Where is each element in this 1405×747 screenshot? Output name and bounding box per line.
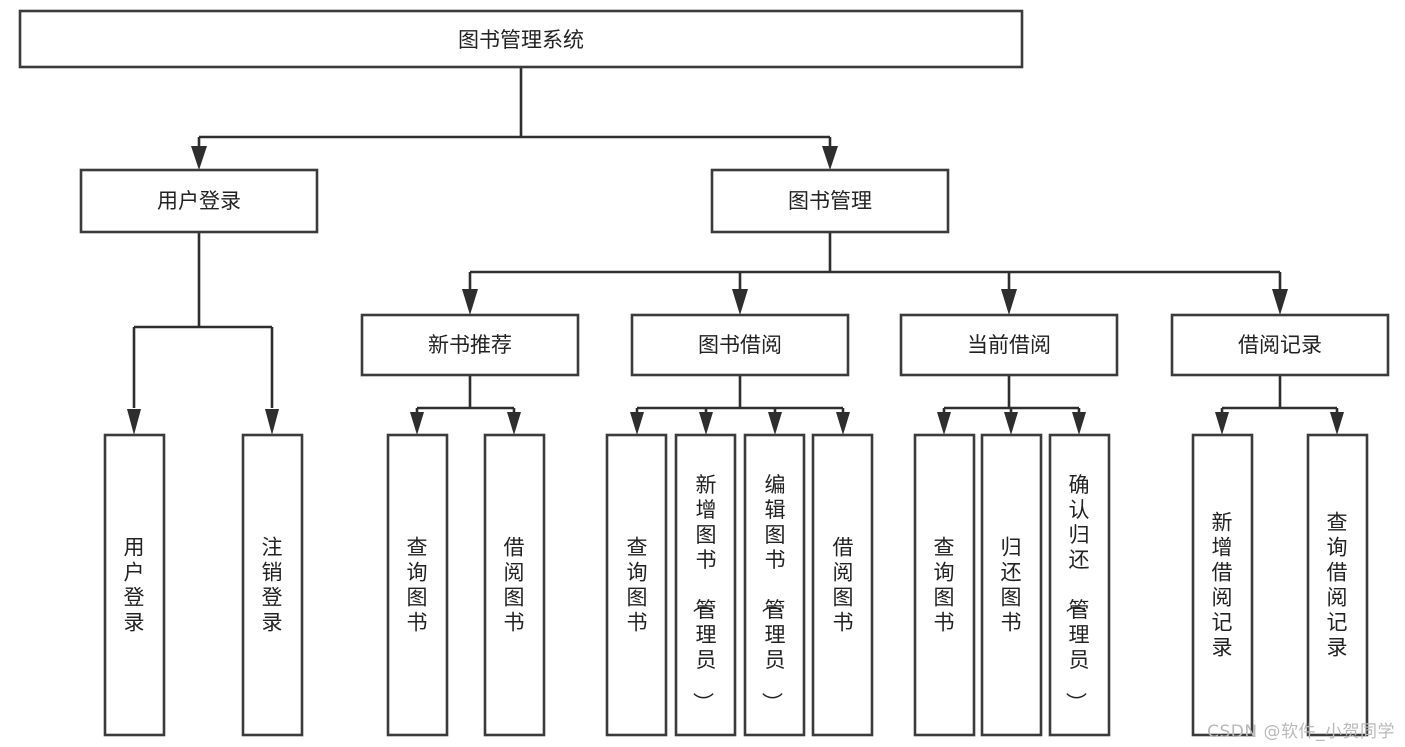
leaf-current-borrow-1-box[interactable]	[913, 433, 976, 737]
leaf-book-borrow-2[interactable]: 新增图书（管理员）	[674, 433, 737, 737]
arrow-root-to-book-manage	[822, 146, 838, 170]
leaf-user-login-2[interactable]: 注销登录	[241, 433, 304, 737]
node-book-manage[interactable]: 图书管理	[710, 168, 950, 234]
leaf-new-book-1-box[interactable]	[386, 433, 449, 737]
node-new-book[interactable]: 新书推荐	[360, 313, 580, 377]
leaf-current-borrow-1[interactable]: 查询图书	[913, 433, 976, 737]
leaf-current-borrow-3[interactable]: 确认归还（管理员）	[1048, 433, 1111, 737]
arrow-current-leaf-2	[1004, 412, 1018, 435]
node-book-manage-label: 图书管理	[788, 189, 872, 213]
leaf-book-borrow-3[interactable]: 编辑图书（管理员）	[743, 433, 806, 737]
arrow-records-leaf-2	[1330, 412, 1344, 435]
leaf-current-borrow-2-label: 归还图书	[1001, 536, 1022, 635]
connector-layer	[127, 67, 1344, 435]
arrow-borrow-leaf-4	[836, 412, 850, 435]
leaf-book-borrow-4-label: 借阅图书	[833, 536, 854, 635]
leaf-book-borrow-1[interactable]: 查询图书	[605, 433, 668, 737]
leaf-records-2-box[interactable]	[1306, 433, 1369, 737]
node-borrow-records[interactable]: 借阅记录	[1170, 313, 1390, 377]
leaf-new-book-2-box[interactable]	[483, 433, 546, 737]
leaf-current-borrow-2[interactable]: 归还图书	[980, 433, 1043, 737]
node-book-borrow-label: 图书借阅	[698, 333, 782, 357]
node-root[interactable]: 图书管理系统	[18, 9, 1024, 69]
leaf-user-login-1[interactable]: 用户登录	[103, 433, 166, 737]
leaf-current-borrow-2-box[interactable]	[980, 433, 1043, 737]
leaf-current-borrow-3-box[interactable]	[1048, 433, 1111, 737]
node-new-book-box[interactable]	[360, 313, 580, 377]
node-root-label: 图书管理系统	[458, 28, 584, 52]
node-book-borrow[interactable]: 图书借阅	[630, 313, 850, 377]
arrow-borrow-leaf-3	[768, 412, 782, 435]
arrow-bookmanage-to-newbook	[462, 289, 478, 315]
leaf-user-login-1-label: 用户登录	[124, 536, 145, 635]
leaf-user-login-2-box[interactable]	[241, 433, 304, 737]
leaf-user-login-1-box[interactable]	[103, 433, 166, 737]
arrow-root-to-user-login	[191, 146, 207, 170]
node-current-borrow[interactable]: 当前借阅	[899, 313, 1119, 377]
arrow-bookmanage-to-records	[1272, 289, 1288, 315]
node-book-borrow-box[interactable]	[630, 313, 850, 377]
arrow-userlogin-leaf-2	[265, 409, 279, 435]
node-user-login-label: 用户登录	[157, 189, 241, 213]
leaf-current-borrow-1-label: 查询图书	[934, 536, 955, 635]
leaf-new-book-2-label: 借阅图书	[504, 536, 525, 635]
leaf-book-borrow-1-label: 查询图书	[627, 536, 648, 635]
arrow-current-leaf-3	[1072, 412, 1086, 435]
node-borrow-records-box[interactable]	[1170, 313, 1390, 377]
arrow-userlogin-leaf-1	[127, 409, 141, 435]
leaf-new-book-2[interactable]: 借阅图书	[483, 433, 546, 737]
leaf-user-login-2-label: 注销登录	[262, 536, 283, 635]
leaf-book-borrow-1-box[interactable]	[605, 433, 668, 737]
arrow-borrow-leaf-1	[630, 412, 644, 435]
leaf-records-1[interactable]: 新增借阅记录	[1191, 433, 1254, 737]
arrow-records-leaf-1	[1215, 412, 1229, 435]
node-book-manage-box[interactable]	[710, 168, 950, 234]
leaf-current-borrow-3-label: 确认归还（管理员）	[1064, 473, 1090, 713]
node-new-book-label: 新书推荐	[428, 333, 512, 357]
leaf-book-borrow-4-box[interactable]	[811, 433, 874, 737]
arrow-bookmanage-to-borrow	[732, 289, 748, 315]
leaf-book-borrow-3-label: 编辑图书（管理员）	[760, 473, 786, 713]
leaf-book-borrow-4[interactable]: 借阅图书	[811, 433, 874, 737]
node-user-login-box[interactable]	[79, 168, 319, 234]
arrow-current-leaf-1	[937, 412, 951, 435]
arrow-newbook-leaf-2	[507, 412, 521, 435]
node-root-box[interactable]	[18, 9, 1024, 69]
node-borrow-records-label: 借阅记录	[1238, 333, 1322, 357]
arrow-newbook-leaf-1	[410, 412, 424, 435]
watermark-text: CSDN @软件_小贺同学	[1207, 722, 1395, 742]
arrow-borrow-leaf-2	[699, 412, 713, 435]
leaf-book-borrow-3-box[interactable]	[743, 433, 806, 737]
arrow-bookmanage-to-current	[1001, 289, 1017, 315]
leaf-records-1-box[interactable]	[1191, 433, 1254, 737]
leaf-records-2-label: 查询借阅记录	[1327, 511, 1348, 660]
leaf-new-book-1-label: 查询图书	[407, 536, 428, 635]
leaf-records-2[interactable]: 查询借阅记录	[1306, 433, 1369, 737]
leaf-records-1-label: 新增借阅记录	[1212, 511, 1233, 660]
node-user-login[interactable]: 用户登录	[79, 168, 319, 234]
leaf-new-book-1[interactable]: 查询图书	[386, 433, 449, 737]
node-current-borrow-box[interactable]	[899, 313, 1119, 377]
leaf-book-borrow-2-label: 新增图书（管理员）	[691, 473, 717, 713]
node-current-borrow-label: 当前借阅	[967, 333, 1051, 357]
leaf-book-borrow-2-box[interactable]	[674, 433, 737, 737]
